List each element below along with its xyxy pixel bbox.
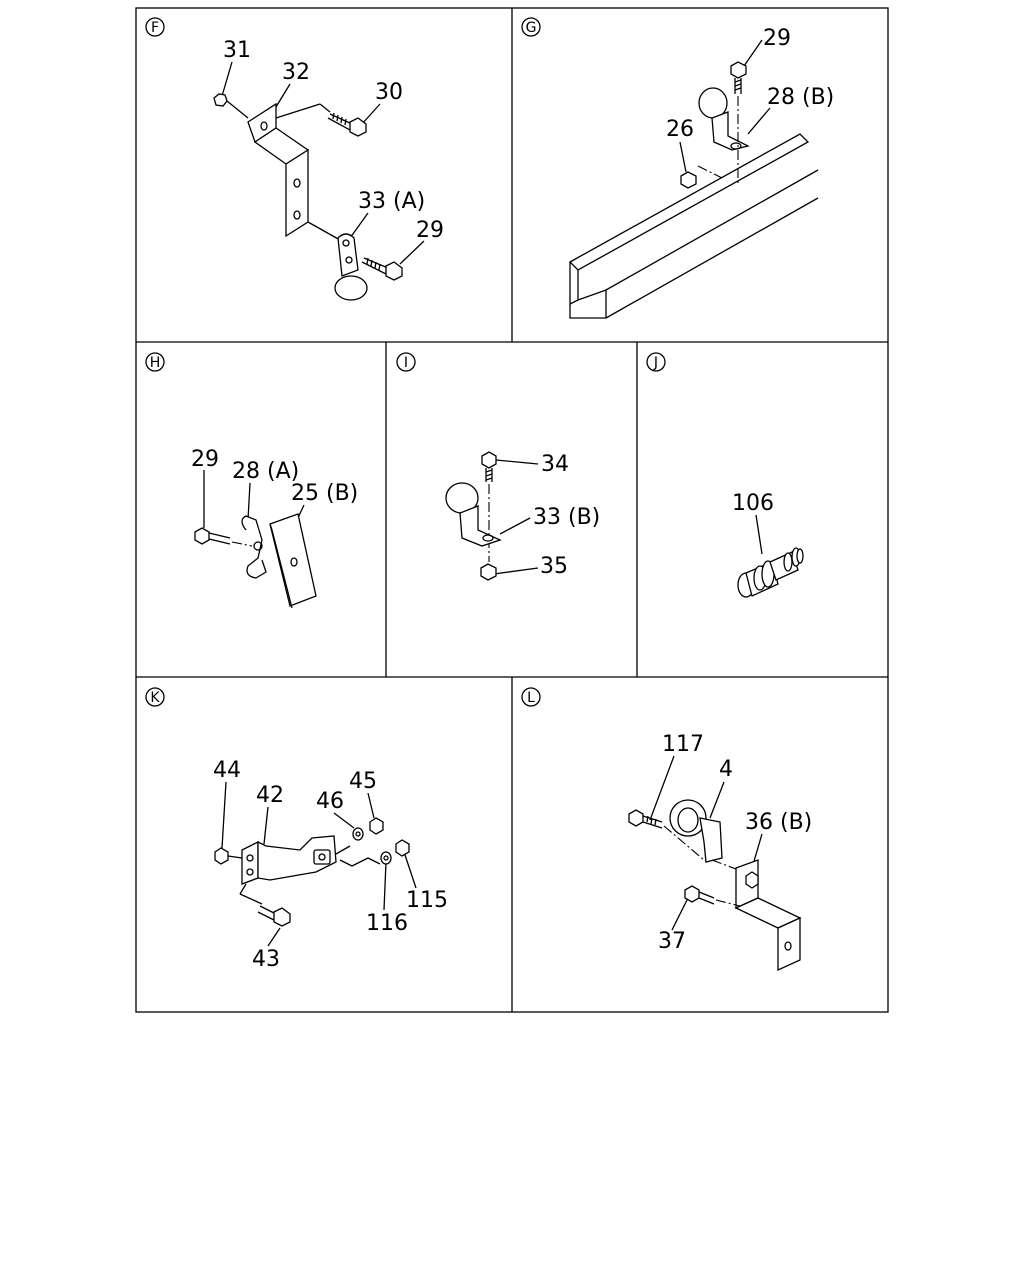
callout-32: 32 [282,60,310,85]
callout-4: 4 [719,757,733,782]
callout-34: 34 [541,452,569,477]
panel-g-badge [521,17,541,37]
panel-f-badge [145,17,165,37]
nut-45 [369,817,384,835]
callout-44: 44 [213,758,241,783]
panel-i: I 34 33 (B) 35 [396,352,600,581]
panel-k: K 44 42 46 45 115 116 43 [145,687,448,972]
callout-31: 31 [223,38,251,63]
callout-106: 106 [732,491,774,516]
washer-116 [380,851,392,865]
callout-28a: 28 (A) [232,459,299,484]
panel-g-letter: G [526,20,537,36]
callout-37: 37 [658,929,686,954]
nut-115 [395,839,410,857]
bolt-43 [257,905,277,921]
bolt-29 [730,61,747,79]
callout-116: 116 [366,911,408,936]
nut-31 [213,93,228,107]
panel-f-letter: F [151,20,159,36]
bolt-117 [628,809,644,827]
clamp-4 [669,799,707,837]
panel-i-letter: I [404,355,408,371]
panel-g: G 29 28 (B) 26 [521,17,834,319]
plate-25b [269,513,317,607]
frame-channel [568,133,810,271]
clip-28a [241,515,267,579]
fitting-106 [737,547,804,598]
panel-l: L 117 4 36 (B) 37 [521,687,812,972]
callout-33b: 33 (B) [533,505,600,530]
panel-l-badge [521,687,541,707]
bolt-30 [327,113,353,131]
nut-35 [480,563,497,581]
callout-28b: 28 (B) [767,85,834,110]
bolt-34 [481,451,497,469]
panel-k-badge [145,687,165,707]
callout-117: 117 [662,732,704,757]
panel-h-letter: H [150,355,161,371]
bracket-42 [241,840,259,885]
callout-42: 42 [256,783,284,808]
panel-k-letter: K [150,690,160,706]
panel-j: J 106 [646,352,804,598]
bolt-29 [194,527,210,545]
panel-f: F 31 32 30 33 (A) 29 [145,17,444,301]
washer-46 [352,827,364,841]
panel-grid [135,7,889,1013]
callout-29: 29 [416,218,444,243]
panel-i-badge [396,352,416,372]
panel-j-letter: J [653,355,658,371]
callout-35: 35 [540,554,568,579]
callout-33a: 33 (A) [358,189,425,214]
callout-29: 29 [191,447,219,472]
panel-h: H 29 28 (A) 25 (B) [145,352,358,609]
callout-30: 30 [375,80,403,105]
callout-26: 26 [666,117,694,142]
callout-46: 46 [316,789,344,814]
callout-36b: 36 (B) [745,810,812,835]
callout-25b: 25 (B) [291,481,358,506]
callout-43: 43 [252,947,280,972]
panel-j-badge [646,352,666,372]
nut-44 [214,847,229,865]
callout-45: 45 [349,769,377,794]
bolt-37 [684,885,700,903]
panel-l-letter: L [527,690,535,706]
nut-26 [680,171,697,189]
callout-29: 29 [763,26,791,51]
callout-115: 115 [406,888,448,913]
panel-h-badge [145,352,165,372]
